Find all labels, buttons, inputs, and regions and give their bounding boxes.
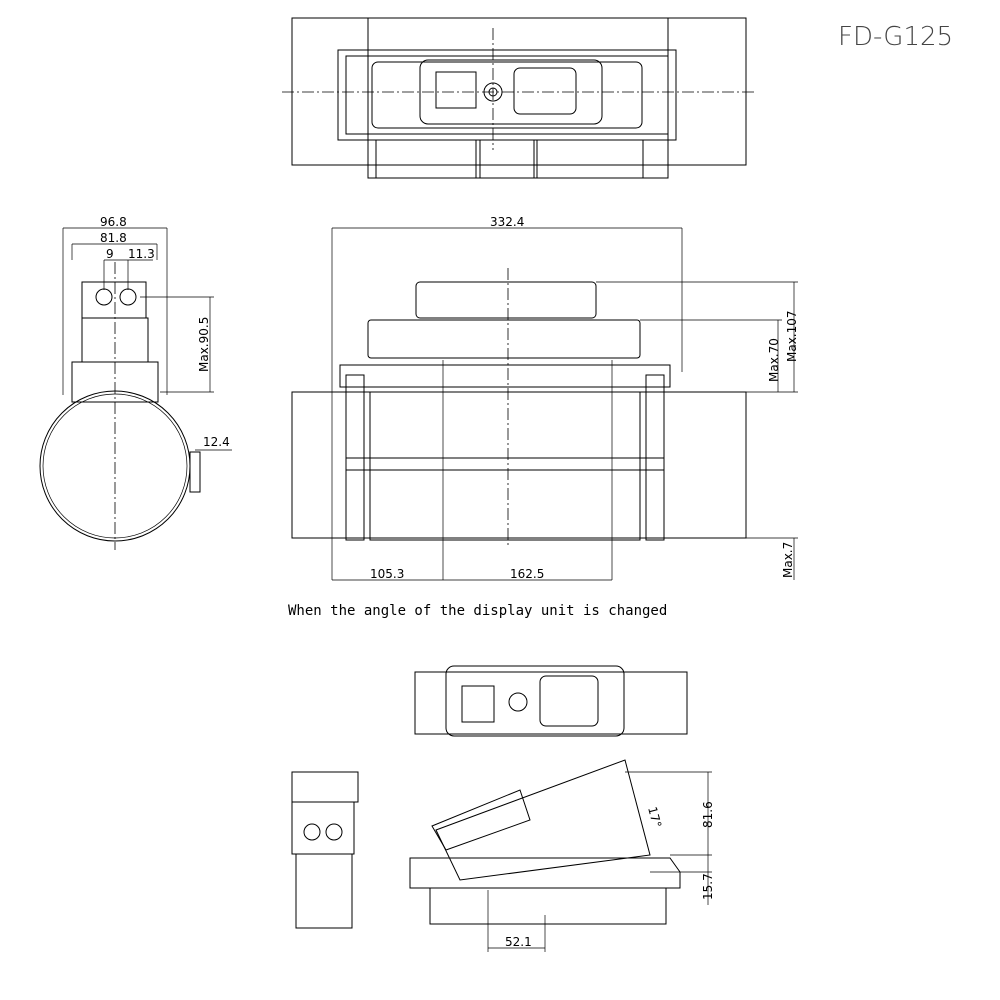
tilted-front-view: 17° 81.6 15.7 52.1 [409, 759, 715, 952]
dim-162-5: 162.5 [510, 567, 544, 581]
dim-angle-17: 17° [645, 805, 664, 829]
dim-max-90-5: Max.90.5 [197, 317, 211, 372]
dim-max-7: Max.7 [781, 542, 795, 578]
dim-15-7: 15.7 [701, 873, 715, 900]
side-view: 96.8 81.8 9 11.3 Max.90.5 12.4 [39, 215, 232, 550]
dim-332-4: 332.4 [490, 215, 524, 229]
dim-12-4: 12.4 [203, 435, 230, 449]
dim-105-3: 105.3 [370, 567, 404, 581]
dim-81-8: 81.8 [100, 231, 127, 245]
dim-52-1: 52.1 [505, 935, 532, 949]
dim-96-8: 96.8 [100, 215, 127, 229]
dim-9: 9 [106, 247, 114, 261]
front-view: 332.4 Max.70 Max.107 Max.7 105.3 162.5 [291, 215, 799, 581]
tilted-side-view [291, 771, 359, 929]
tilted-top-view [414, 665, 688, 737]
dim-max-70: Max.70 [767, 338, 781, 382]
dim-max-107: Max.107 [785, 310, 799, 362]
dim-11-3: 11.3 [128, 247, 155, 261]
dim-81-6: 81.6 [701, 801, 715, 828]
drawing-title: FD-G125 [838, 22, 953, 52]
caption: When the angle of the display unit is ch… [288, 603, 667, 619]
top-view [282, 17, 756, 179]
